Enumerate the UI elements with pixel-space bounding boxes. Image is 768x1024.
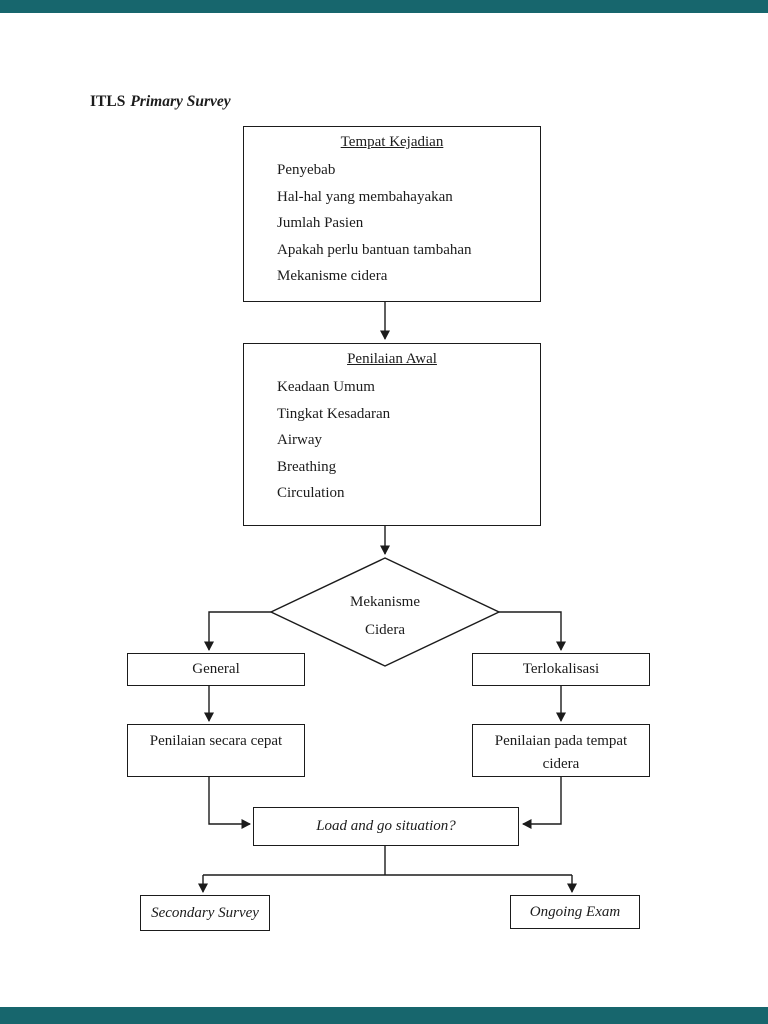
decision-mechanism-of-injury: Mekanisme Cidera	[285, 589, 485, 644]
initial-box-item: Breathing	[277, 458, 337, 475]
rapid-assessment-label: Penilaian secara cepat	[149, 733, 283, 749]
ongoing-exam-label: Ongoing Exam	[529, 903, 621, 920]
scene-assessment-box: Tempat Kejadian Penyebab Hal-hal yang me…	[243, 126, 541, 302]
load-and-go-box: Load and go situation?	[253, 807, 519, 846]
decision-line: Cidera	[365, 621, 405, 638]
initial-assessment-box: Penilaian Awal Keadaan Umum Tingkat Kesa…	[243, 343, 541, 526]
initial-box-item: Airway	[277, 432, 322, 449]
secondary-survey-label: Secondary Survey	[151, 904, 259, 921]
secondary-survey-box: Secondary Survey	[140, 895, 270, 931]
initial-box-item: Keadaan Umum	[277, 379, 375, 395]
localized-box: Terlokalisasi	[472, 653, 650, 686]
page-title-emphasis: Primary Survey	[130, 93, 231, 110]
ongoing-exam-box: Ongoing Exam	[510, 895, 640, 929]
scene-box-item: Jumlah Pasien	[277, 215, 364, 232]
scene-box-item: Mekanisme cidera	[277, 268, 388, 285]
decision-line: Mekanisme	[350, 594, 420, 610]
general-box-label: General	[192, 661, 240, 677]
initial-box-item: Circulation	[277, 485, 345, 502]
load-and-go-label: Load and go situation?	[316, 818, 456, 834]
initial-box-title: Penilaian Awal	[347, 351, 437, 367]
localized-box-label: Terlokalisasi	[522, 661, 600, 677]
injury-site-assessment-box: Penilaian pada tempat cidera	[472, 724, 650, 777]
injury-site-line: Penilaian pada tempat	[494, 732, 628, 749]
scene-box-title: Tempat Kejadian	[340, 134, 444, 150]
injury-site-line: cidera	[542, 755, 580, 772]
scene-box-item: Penyebab	[277, 162, 336, 178]
page-title-prefix: ITLS	[90, 93, 126, 110]
general-box: General	[127, 653, 305, 686]
initial-box-item: Tingkat Kesadaran	[277, 405, 391, 422]
rapid-assessment-box: Penilaian secara cepat	[127, 724, 305, 777]
scene-box-item: Apakah perlu bantuan tambahan	[277, 241, 472, 258]
scene-box-item: Hal-hal yang membahayakan	[277, 188, 453, 205]
bottom-accent-bar	[0, 1007, 768, 1024]
top-accent-bar	[0, 0, 768, 13]
